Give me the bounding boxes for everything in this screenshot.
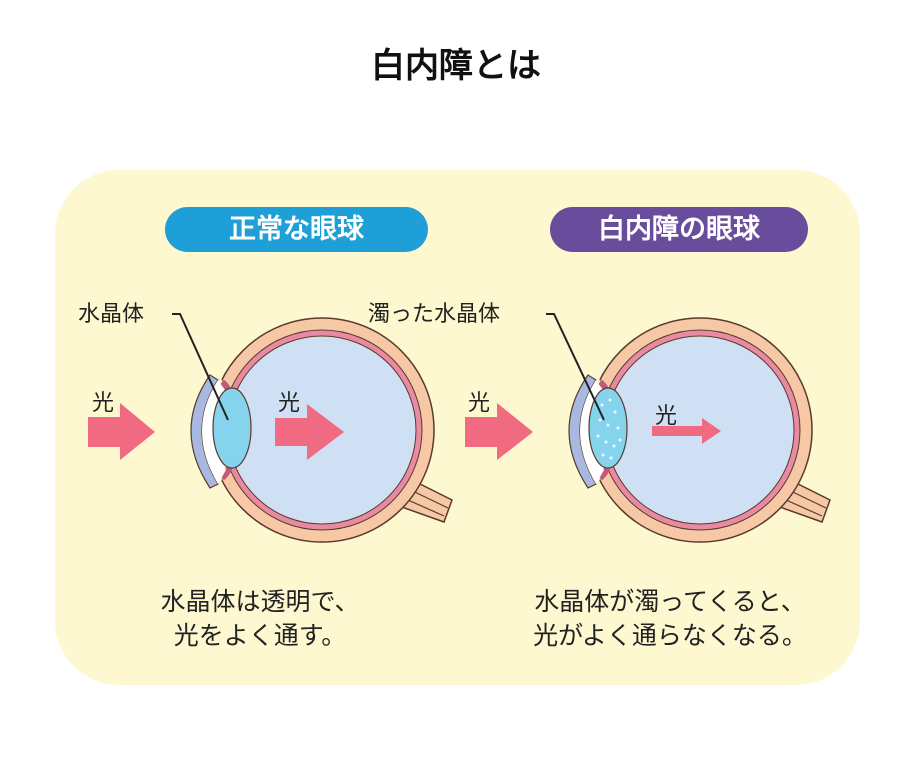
- normal-caption: 水晶体は透明で、 光をよく通す。: [110, 585, 410, 653]
- normal-eye: [88, 313, 452, 542]
- light-label: 光: [278, 391, 301, 416]
- caption-line: 水晶体が濁ってくると、: [534, 587, 806, 616]
- light-arrow-inside: [275, 404, 344, 460]
- lens-leader-line: [172, 313, 229, 421]
- lens-label: 水晶体: [78, 302, 145, 327]
- light-arrow-outside: [88, 403, 155, 460]
- cataract-caption: 水晶体が濁ってくると、 光がよく通らなくなる。: [490, 585, 850, 653]
- weak-light-arrow-inside: [652, 418, 721, 444]
- caption-line: 光をよく通す。: [173, 621, 347, 650]
- light-label: 光: [92, 391, 115, 416]
- light-label: 光: [655, 404, 678, 429]
- page-title: 白内障とは: [371, 46, 541, 86]
- cloudy-lens-label: 濁った水晶体: [368, 302, 501, 327]
- cataract-eye-heading: 白内障の眼球: [550, 207, 808, 252]
- light-arrow-outside: [465, 403, 533, 460]
- caption-line: 水晶体は透明で、: [160, 587, 360, 616]
- lens-leader-line: [546, 313, 605, 421]
- cataract-eye: [465, 313, 830, 542]
- caption-line: 光がよく通らなくなる。: [533, 621, 807, 650]
- light-label: 光: [468, 391, 491, 416]
- normal-eye-heading: 正常な眼球: [165, 207, 428, 252]
